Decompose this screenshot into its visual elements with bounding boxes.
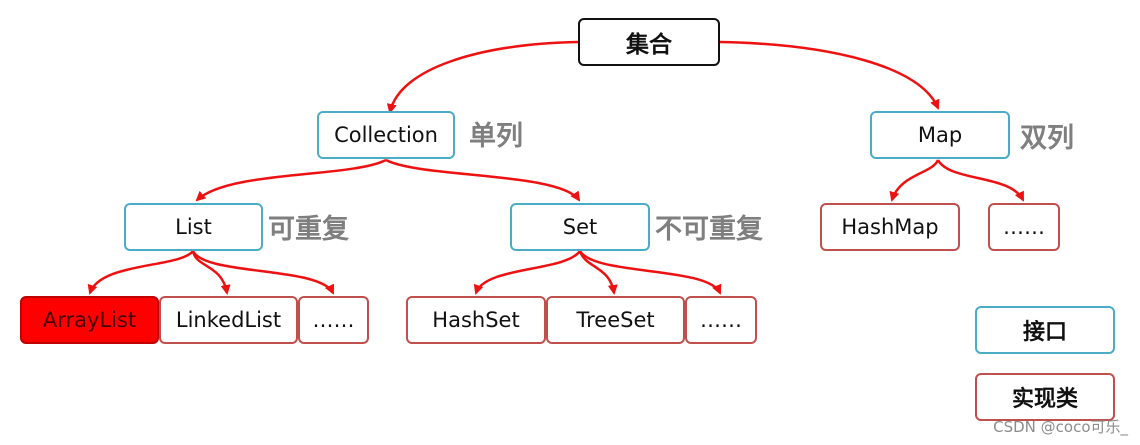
edge-collection-list <box>195 158 387 202</box>
node-set-more: …… <box>685 296 757 344</box>
edge-map-more <box>936 159 1025 202</box>
node-map-more-label: …… <box>1003 215 1045 239</box>
annotation-list: 可重复 <box>268 214 349 245</box>
node-root-label: 集合 <box>626 32 672 58</box>
node-map-more: …… <box>988 203 1060 251</box>
node-treeset: TreeSet <box>546 296 685 344</box>
node-set-label: Set <box>562 215 598 239</box>
node-hashmap-label: HashMap <box>841 215 939 239</box>
node-treeset-label: TreeSet <box>576 308 655 332</box>
legend-interface: 接口 <box>975 306 1115 354</box>
node-set: Set <box>510 203 650 251</box>
edge-set-more <box>578 250 722 295</box>
edge-map-hashmap <box>889 159 940 202</box>
legend-interface-label: 接口 <box>1022 320 1067 345</box>
node-list-more: …… <box>298 296 369 344</box>
edge-root-map <box>719 40 940 110</box>
edge-set-hashset <box>473 250 582 295</box>
node-list-label: List <box>175 215 212 239</box>
annotation-set: 不可重复 <box>655 214 763 245</box>
node-hashset: HashSet <box>406 296 546 344</box>
legend-implementation: 实现类 <box>975 373 1115 421</box>
node-collection: Collection <box>317 111 455 159</box>
node-root: 集合 <box>578 18 720 66</box>
annotation-map: 双列 <box>1020 123 1074 154</box>
edge-list-arraylist <box>87 250 194 295</box>
node-linkedlist: LinkedList <box>159 296 298 344</box>
node-list-more-label: …… <box>312 308 355 332</box>
node-arraylist: ArrayList <box>20 296 159 344</box>
watermark: CSDN @coco可乐_ <box>993 418 1128 436</box>
node-arraylist-label: ArrayList <box>42 308 137 332</box>
node-set-more-label: …… <box>700 308 742 332</box>
node-hashset-label: HashSet <box>432 308 520 332</box>
edge-list-more <box>191 250 335 295</box>
node-map: Map <box>870 111 1010 159</box>
node-map-label: Map <box>917 123 963 147</box>
node-collection-label: Collection <box>334 123 438 147</box>
edge-collection-set <box>385 158 581 202</box>
node-list: List <box>124 203 263 251</box>
node-linkedlist-label: LinkedList <box>175 308 282 332</box>
legend-implementation-label: 实现类 <box>1011 387 1078 412</box>
edge-root-collection <box>386 40 579 114</box>
annotation-collection: 单列 <box>469 121 523 152</box>
node-hashmap: HashMap <box>820 203 960 251</box>
